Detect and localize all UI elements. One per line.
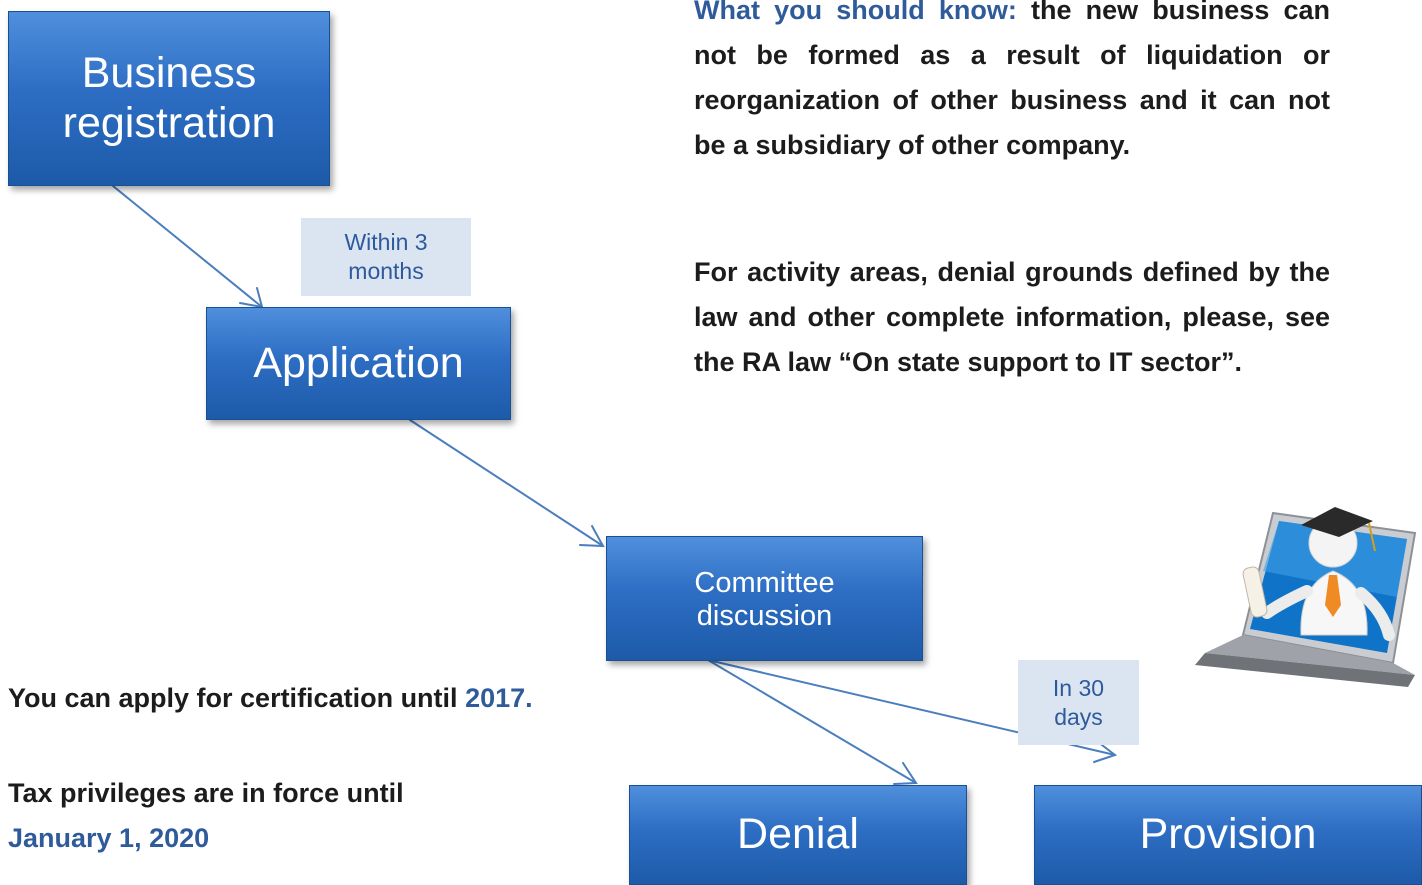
node-committee-discussion-label: Committee discussion (694, 567, 835, 633)
note-activity-text: For activity areas, denial grounds defin… (694, 257, 1330, 377)
note-apply-year: 2017. (465, 683, 533, 713)
node-application-label: Application (253, 338, 464, 387)
tag-within-3-months-label: Within 3 months (344, 229, 428, 284)
note-what-you-should-know: What you should know: the new business c… (694, 0, 1330, 168)
note-tax-date: January 1, 2020 (8, 823, 210, 853)
node-denial-label: Denial (737, 810, 859, 858)
arrow-registration-to-application (112, 185, 263, 308)
node-provision: Provision (1034, 785, 1422, 885)
arrow-application-to-committee (409, 419, 604, 547)
node-business-registration: Business registration (8, 11, 330, 186)
node-denial: Denial (629, 785, 967, 885)
note-activity-areas: For activity areas, denial grounds defin… (694, 250, 1330, 385)
tag-within-3-months: Within 3 months (301, 218, 471, 296)
note-know-text: the new business can not be formed as a … (694, 0, 1330, 160)
graduate-laptop-image (1195, 507, 1417, 687)
node-provision-label: Provision (1139, 810, 1317, 858)
tag-in-30-days: In 30 days (1018, 660, 1139, 745)
node-application: Application (206, 307, 511, 420)
note-tax-privileges: Tax privileges are in force until Januar… (8, 771, 553, 861)
note-tax-text: Tax privileges are in force until (8, 778, 404, 808)
node-committee-discussion: Committee discussion (606, 536, 923, 661)
note-know-label: What you should know: (694, 0, 1017, 25)
arrow-committee-to-denial (707, 659, 917, 784)
note-apply-text: You can apply for certification until (8, 683, 458, 713)
node-business-registration-label: Business registration (62, 49, 276, 147)
tag-in-30-days-label: In 30 days (1052, 674, 1105, 730)
note-apply-certification: You can apply for certification until 20… (8, 676, 553, 721)
